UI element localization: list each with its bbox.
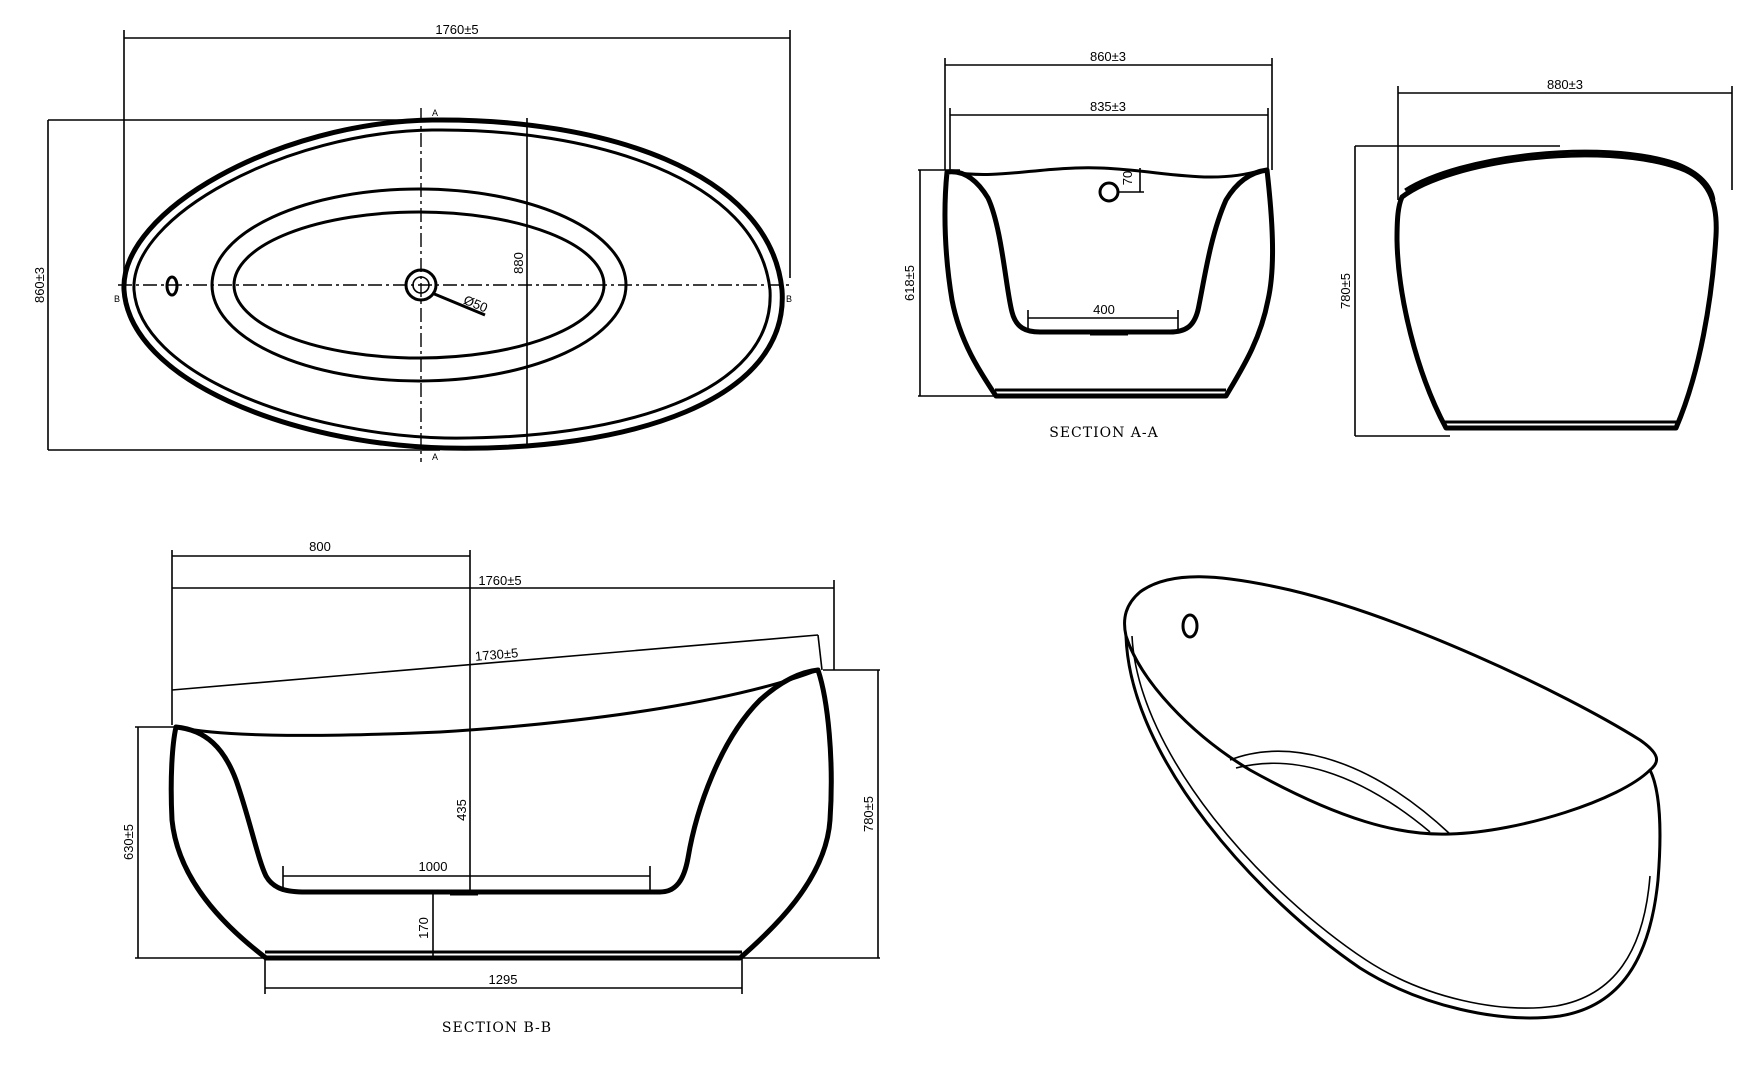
end-view-rim xyxy=(1404,149,1716,201)
aa-outer-width-dim: 860±3 xyxy=(1090,49,1126,64)
bb-base-length-dim: 1295 xyxy=(489,972,518,987)
section-aa-overflow xyxy=(1098,181,1120,203)
bb-left-height-dim: 630±5 xyxy=(121,824,136,860)
top-inner-width-dim: 880 xyxy=(511,252,526,274)
section-aa-label: SECTION A-A xyxy=(1049,425,1159,441)
section-aa: 860±3 835±3 618±5 70 400 SECTION A-A xyxy=(902,49,1276,441)
bb-inner-length-dim: 1730±5 xyxy=(474,645,518,664)
top-view-outer-rim-inner xyxy=(132,128,772,440)
drain-outer xyxy=(404,268,438,302)
bb-floor-length-dim: 1000 xyxy=(419,859,448,874)
top-view: 1760±5 860±3 880 Ø50 A A B B xyxy=(32,22,792,462)
iso-rim xyxy=(1123,575,1658,836)
top-width-dim: 860±3 xyxy=(32,267,47,303)
iso-inner-floor xyxy=(1229,750,1451,835)
top-length-dim: 1760±5 xyxy=(435,22,478,37)
section-aa-wall xyxy=(942,167,1276,399)
bb-head-dim: 800 xyxy=(309,539,331,554)
aa-overflow-dim: 70 xyxy=(1120,171,1135,185)
drain-inner xyxy=(412,276,430,294)
iso-outer-shell xyxy=(1124,635,1662,1020)
end-view-outline xyxy=(1394,152,1719,431)
top-view-outer-rim xyxy=(121,117,785,451)
iso-shell-line-2 xyxy=(1131,635,1651,1009)
end-height-dim: 780±5 xyxy=(1338,273,1353,309)
bb-right-height-dim: 780±5 xyxy=(861,796,876,832)
section-aa-rim xyxy=(951,166,1263,179)
section-a-marker-bottom: A xyxy=(432,452,438,462)
section-a-marker-top: A xyxy=(432,108,438,118)
section-b-marker-left: B xyxy=(114,294,120,304)
bb-length-dim: 1760±5 xyxy=(478,573,521,588)
iso-inner-floor-2 xyxy=(1235,762,1431,833)
section-bb-label: SECTION B-B xyxy=(442,1020,552,1036)
section-bb-rim xyxy=(175,668,819,737)
drain-leader xyxy=(431,291,486,317)
aa-inner-width-dim: 835±3 xyxy=(1090,99,1126,114)
isometric-view xyxy=(1123,575,1662,1020)
overflow-hole xyxy=(165,275,179,297)
section-bb-top-line xyxy=(171,634,819,691)
bb-depth-dim: 435 xyxy=(454,799,469,821)
section-bb-wall xyxy=(168,667,834,961)
bb-base-height-dim: 170 xyxy=(416,917,431,939)
section-bb: 800 1760±5 1730±5 630±5 780±5 435 1000 1… xyxy=(121,539,880,1036)
end-view: 880±3 780±5 xyxy=(1338,77,1733,437)
section-b-marker-right: B xyxy=(786,294,792,304)
aa-height-dim: 618±5 xyxy=(902,265,917,301)
end-width-dim: 880±3 xyxy=(1547,77,1583,92)
aa-floor-width-dim: 400 xyxy=(1093,302,1115,317)
iso-overflow-hole xyxy=(1181,613,1199,639)
